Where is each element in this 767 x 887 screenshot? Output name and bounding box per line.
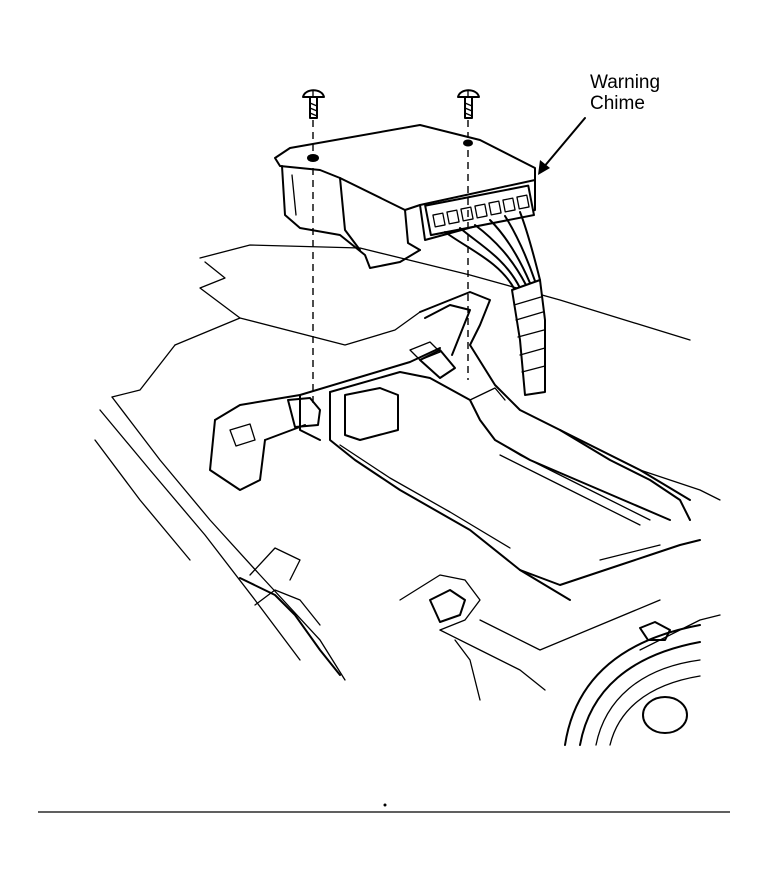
gauge-housing	[564, 621, 701, 746]
warning-chime-label-line1: Warning	[590, 72, 661, 93]
callout-arrow	[538, 117, 586, 175]
warning-chime-label-line2: Chime	[590, 93, 645, 114]
screw-left	[302, 89, 325, 119]
mounting-hole-left	[307, 154, 319, 162]
screw-alignment-lines	[312, 120, 469, 405]
instrument-panel	[94, 244, 721, 701]
mounting-hole-right	[463, 139, 473, 147]
screw-right	[457, 89, 480, 119]
warning-chime-label: Warning Chime	[590, 72, 660, 114]
connector-pins	[432, 194, 530, 228]
wiring-harness	[444, 211, 546, 396]
